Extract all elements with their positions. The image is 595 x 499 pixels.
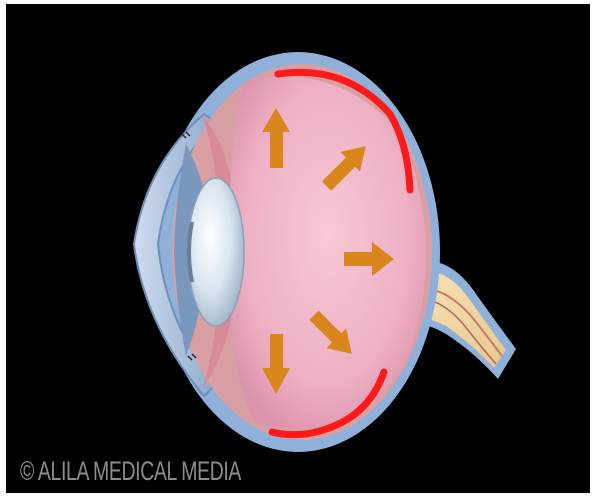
lens: [188, 178, 244, 326]
eye-illustration: [6, 4, 590, 493]
black-panel: © ALILA MEDICAL MEDIA: [6, 4, 590, 493]
watermark-text: © ALILA MEDICAL MEDIA: [20, 456, 241, 487]
